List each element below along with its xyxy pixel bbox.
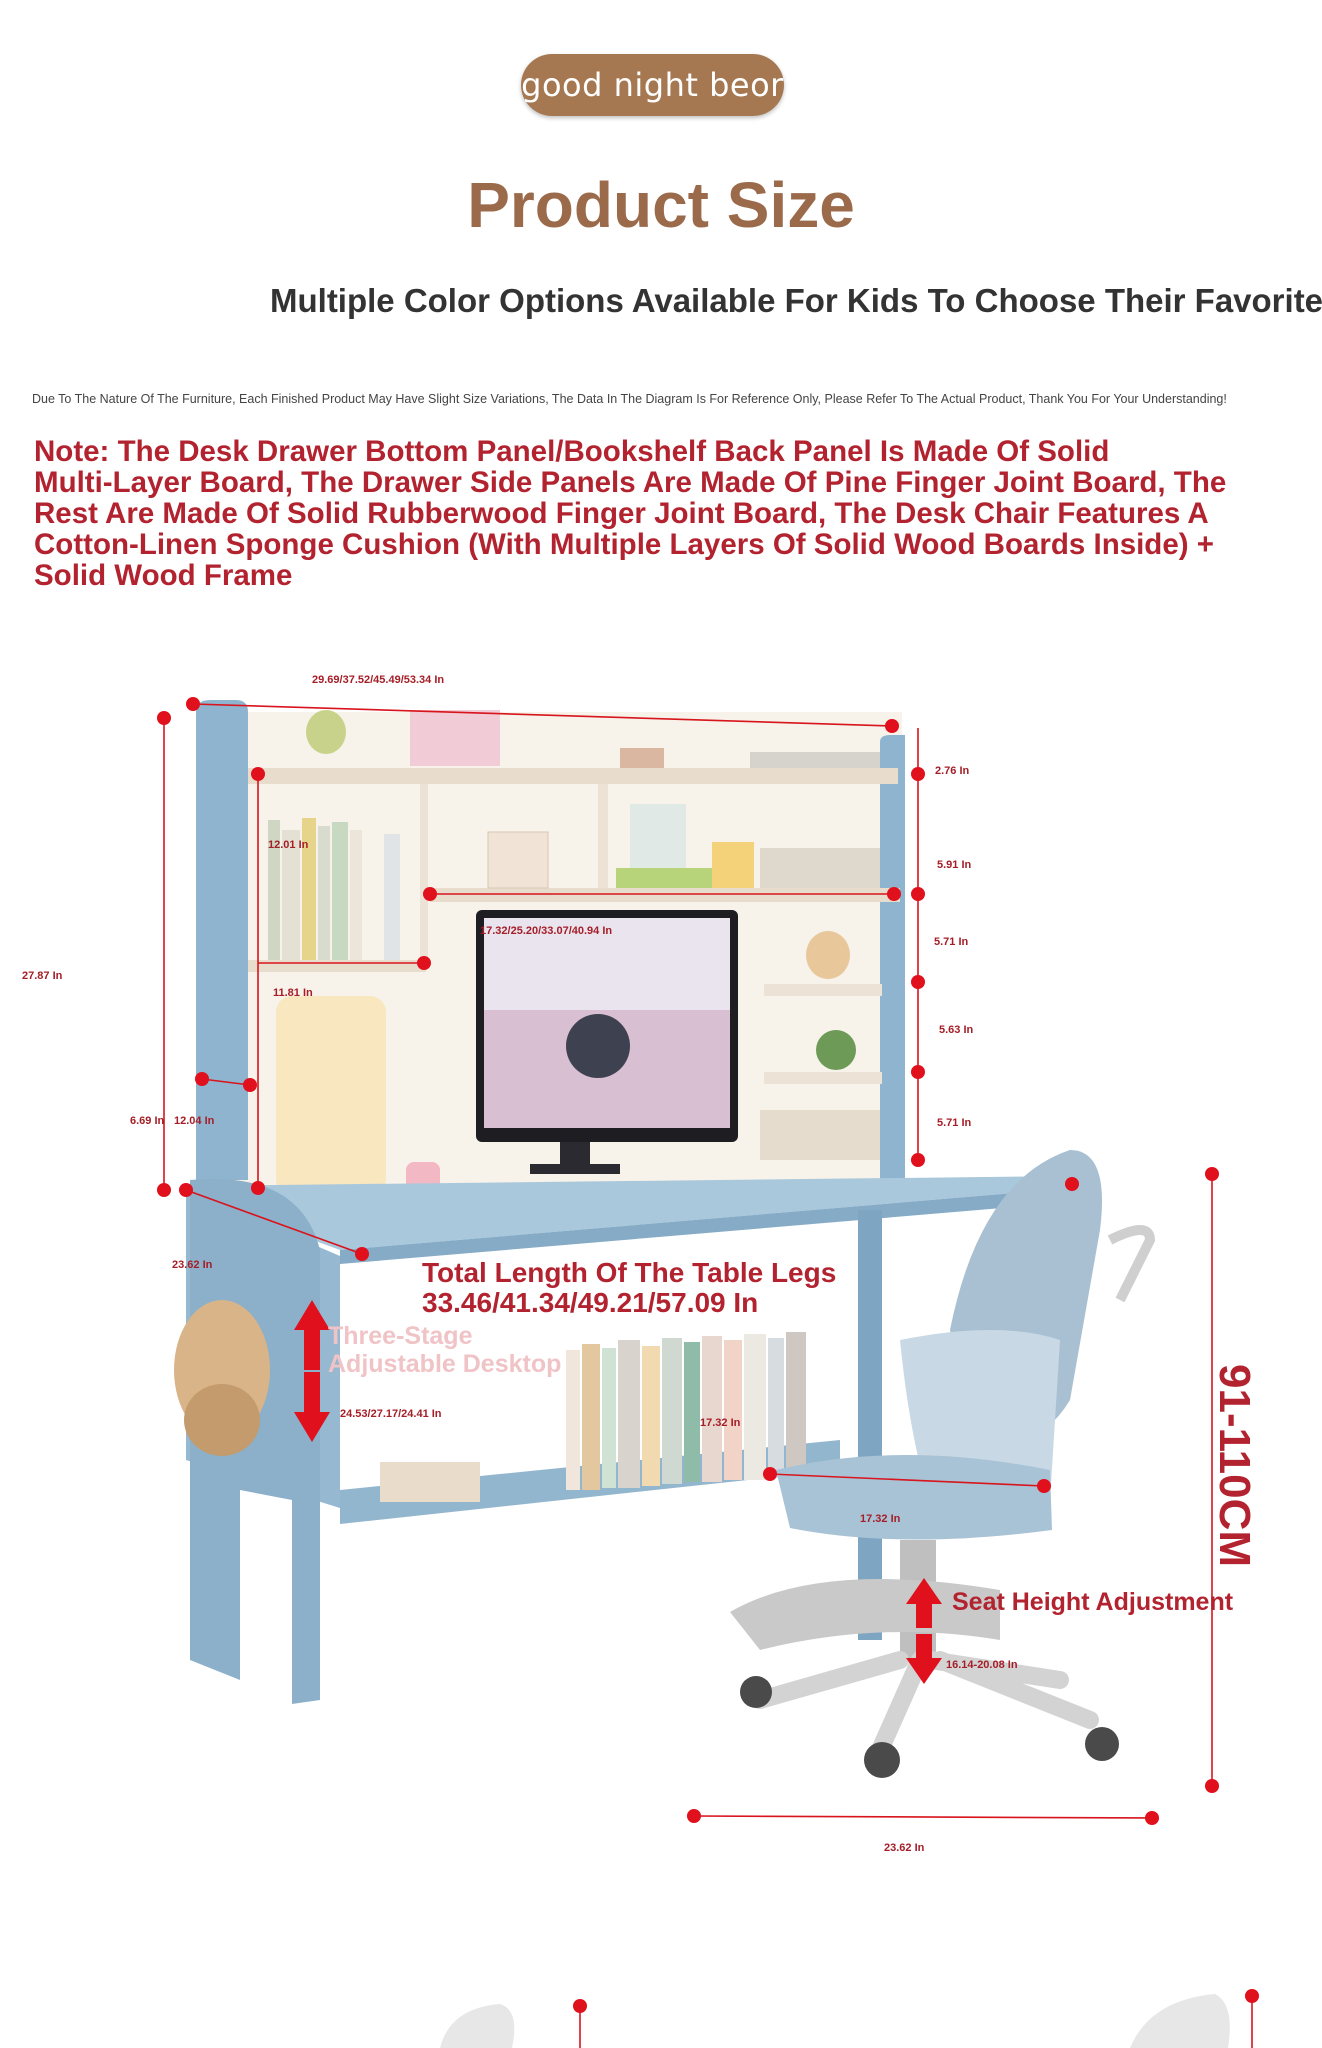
dim-chair-base: 23.62 In	[884, 1842, 925, 1854]
next-section-chair-left	[440, 2004, 515, 2048]
note-line: Rest Are Made Of Solid Rubberwood Finger…	[34, 497, 1209, 530]
page-title: Product Size	[467, 169, 855, 241]
brand-logo: good night beor	[521, 54, 784, 116]
seat-adjust-arrow-icon	[906, 1578, 942, 1684]
dim-right-shelf-1: 5.91 In	[937, 859, 972, 871]
dim-left-shelf-height: 12.01 In	[268, 839, 309, 851]
seat-adjust-callout: Seat Height Adjustment	[952, 1588, 1234, 1616]
dim-desk-height: 24.53/27.17/24.41 In	[340, 1408, 442, 1420]
dim-right-shelf-4: 5.71 In	[937, 1117, 972, 1129]
dim-seat-width: 17.32 In	[860, 1513, 901, 1525]
desk-illustration	[174, 700, 1096, 1704]
dimension-points	[157, 697, 1259, 2013]
dimension-lines	[163, 703, 1213, 1819]
note-line: Solid Wood Frame	[34, 559, 293, 592]
dim-chair-back: 17.32 In	[700, 1417, 741, 1429]
note-line: Note: The Desk Drawer Bottom Panel/Books…	[34, 435, 1110, 468]
legs-callout-value: 33.46/41.34/49.21/57.09 In	[422, 1287, 758, 1318]
dim-desk-depth: 23.62 In	[172, 1259, 213, 1271]
adjust-callout-line-2: Adjustable Desktop	[328, 1350, 561, 1378]
dim-left-shelf-width: 11.81 In	[273, 987, 313, 999]
dim-top-width: 29.69/37.52/45.49/53.34 In	[312, 674, 444, 686]
material-note: Note: The Desk Drawer Bottom Panel/Books…	[34, 436, 1234, 591]
adjust-callout-line-1: Three-Stage	[328, 1322, 473, 1350]
dim-small-side-b: 12.04 In	[174, 1115, 215, 1127]
next-section-chair-right	[1130, 1994, 1230, 2048]
dim-right-top: 2.76 In	[935, 765, 970, 777]
dim-right-shelf-2: 5.71 In	[934, 936, 969, 948]
dim-total-height: 27.87 In	[22, 970, 63, 982]
desk-adjust-arrow-icon	[294, 1300, 330, 1442]
dim-middle-width: 17.32/25.20/33.07/40.94 In	[480, 925, 612, 937]
size-disclaimer: Due To The Nature Of The Furniture, Each…	[32, 392, 1227, 406]
dim-chair-total-height: 91-110CM	[1210, 1364, 1259, 1567]
dim-right-shelf-3: 5.63 In	[939, 1024, 974, 1036]
dim-seat-height: 16.14-20.08 In	[946, 1659, 1018, 1671]
note-line: Cotton-Linen Sponge Cushion (With Multip…	[34, 528, 1214, 561]
dim-small-side-a: 6.69 In	[130, 1115, 165, 1127]
note-line: Multi-Layer Board, The Drawer Side Panel…	[34, 466, 1227, 499]
page-subtitle: Multiple Color Options Available For Kid…	[270, 282, 1322, 319]
legs-callout-label: Total Length Of The Table Legs	[422, 1257, 836, 1288]
